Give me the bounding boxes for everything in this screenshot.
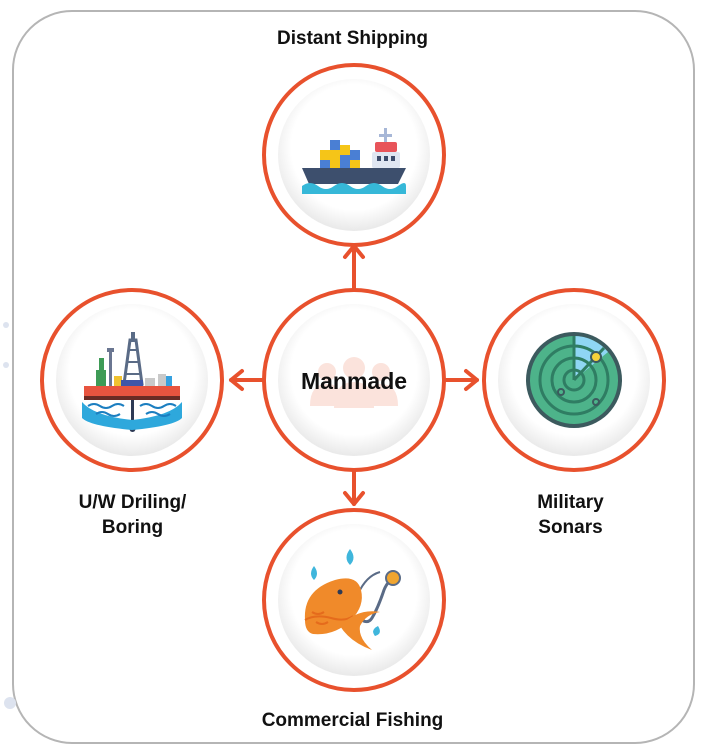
node-commercial-fishing [262,508,446,692]
node-distant-shipping [262,63,446,247]
arrow-to-bottom [343,469,365,506]
node-military-sonars [482,288,666,472]
arrow-to-left [229,369,265,391]
label-commercial-fishing: Commercial Fishing [261,710,444,731]
arrow-to-top [343,244,365,292]
diagram-frame [12,10,695,744]
fish-on-hook-icon [304,549,401,650]
node-uw-drilling [40,288,224,472]
radar-icon [526,332,622,428]
arrow-to-right [444,369,479,391]
people-group-icon [310,357,398,408]
label-distant-shipping: Distant Shipping [277,28,428,49]
node-manmade-center: Manmade [262,288,446,472]
background-dots [3,322,16,709]
label-military-sonars: Military Sonars [537,492,604,538]
connector-arrows [229,244,479,506]
cargo-ship-icon [302,128,406,194]
oil-rig-icon [82,332,182,432]
label-uw-drilling-boring: U/W Driling/ Boring [78,492,187,538]
center-label: Manmade [301,368,407,394]
